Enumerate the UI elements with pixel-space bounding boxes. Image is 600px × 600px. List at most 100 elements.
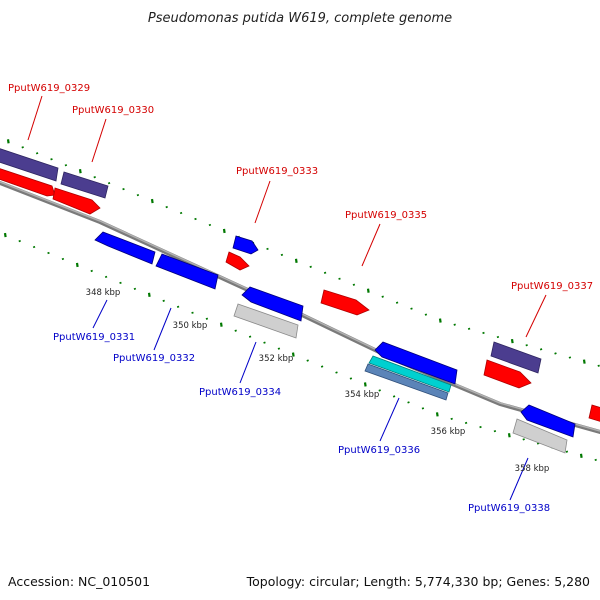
accession-text: Accession: NC_010501 <box>8 574 150 589</box>
tick-mark <box>522 438 525 441</box>
tick-mark <box>93 176 96 179</box>
label-leaders <box>27 95 547 501</box>
gene-0330-red[interactable] <box>52 187 101 215</box>
label-gene-0335[interactable]: PputW619_0335 <box>345 210 427 221</box>
gene-0335-red[interactable] <box>320 289 370 316</box>
tick-mark <box>136 193 140 197</box>
tick-mark <box>424 313 428 316</box>
gene-0333-red[interactable] <box>225 251 250 271</box>
gene-0332-blue[interactable] <box>155 253 219 290</box>
tick-mark <box>363 382 367 387</box>
tick-mark <box>179 211 183 215</box>
tick-mark <box>263 341 266 344</box>
label-gene-0337[interactable]: PputW619_0337 <box>511 281 593 292</box>
tick-mark <box>582 359 586 364</box>
tick-mark <box>438 318 442 323</box>
inner-tick-track <box>3 232 597 462</box>
tick-mark <box>61 257 65 261</box>
tick-mark <box>597 364 600 367</box>
tick-label-354: 354 kbp <box>345 390 380 400</box>
tick-mark <box>335 371 338 374</box>
label-gene-0330[interactable]: PputW619_0330 <box>72 105 154 116</box>
label-gene-0332[interactable]: PputW619_0332 <box>113 353 195 364</box>
tick-mark <box>133 287 137 291</box>
tick-mark <box>165 205 168 209</box>
gene-0338-blue[interactable] <box>520 404 576 438</box>
gene-0338-gray[interactable] <box>512 418 568 454</box>
gene-0331-blue[interactable] <box>94 231 156 265</box>
tick-mark <box>594 458 597 462</box>
tick-mark <box>234 329 237 332</box>
tick-mark <box>32 245 36 249</box>
gene-0329-red[interactable] <box>0 168 56 197</box>
tick-mark <box>525 344 528 347</box>
tick-mark <box>78 169 82 174</box>
tick-mark <box>119 281 122 285</box>
tick-mark <box>191 311 194 314</box>
label-gene-0338[interactable]: PputW619_0338 <box>468 503 550 514</box>
tick-mark <box>352 283 356 286</box>
tick-mark <box>104 275 108 279</box>
gene-0333-blue[interactable] <box>232 235 259 255</box>
label-gene-0336[interactable]: PputW619_0336 <box>338 445 420 456</box>
tick-mark <box>18 239 21 243</box>
tick-mark <box>338 277 341 280</box>
tick-mark <box>64 164 68 167</box>
reverse-gene-labels: PputW619_0331 PputW619_0332 PputW619_033… <box>53 332 550 514</box>
label-gene-0331[interactable]: PputW619_0331 <box>53 332 135 343</box>
tick-label-358: 358 kbp <box>515 464 550 474</box>
tick-mark <box>147 292 151 297</box>
tick-mark <box>349 377 353 380</box>
tick-mark <box>392 395 396 398</box>
tick-mark <box>421 407 425 410</box>
tick-mark <box>266 247 269 251</box>
tick-mark <box>479 425 482 429</box>
tick-mark <box>280 253 284 257</box>
tick-mark <box>366 288 370 293</box>
tick-mark <box>21 146 24 149</box>
tick-mark <box>205 317 209 320</box>
tick-mark <box>107 182 111 185</box>
gene-0334-blue[interactable] <box>241 286 304 322</box>
tick-mark <box>378 389 381 392</box>
tick-mark <box>222 228 226 234</box>
tick-mark <box>47 251 50 255</box>
gene-0336-blue[interactable] <box>374 341 458 385</box>
tick-mark <box>539 348 543 351</box>
tick-mark <box>407 401 410 404</box>
label-gene-0333[interactable]: PputW619_0333 <box>236 166 318 177</box>
gene-edge-red[interactable] <box>588 404 600 422</box>
label-gene-0334[interactable]: PputW619_0334 <box>199 387 281 398</box>
genome-summary-text: Topology: circular; Length: 5,774,330 bp… <box>246 574 590 589</box>
tick-label-348: 348 kbp <box>86 288 121 298</box>
tick-mark <box>277 347 281 350</box>
tick-mark <box>294 258 298 264</box>
gene-0337-red[interactable] <box>483 359 532 389</box>
gene-0337-purple[interactable] <box>490 341 542 374</box>
tick-mark <box>395 301 399 304</box>
tick-label-356: 356 kbp <box>431 427 466 437</box>
gene-0330-purple[interactable] <box>60 171 109 199</box>
tick-mark <box>565 450 569 453</box>
tick-mark <box>435 412 439 417</box>
outer-tick-track <box>6 139 600 367</box>
label-gene-0329[interactable]: PputW619_0329 <box>8 83 90 94</box>
tick-mark <box>90 269 93 273</box>
tick-mark <box>320 365 324 368</box>
tick-mark <box>248 335 252 338</box>
gene-0329-purple[interactable] <box>0 148 59 182</box>
tick-mark <box>35 152 39 155</box>
tick-mark <box>464 421 468 425</box>
tick-mark <box>306 359 309 362</box>
gene-0336-steel[interactable] <box>364 363 449 401</box>
gene-0336-cyan[interactable] <box>368 355 452 393</box>
tick-mark <box>568 356 572 359</box>
tick-mark <box>162 299 165 302</box>
tick-labels: 348 kbp 350 kbp 352 kbp 354 kbp 356 kbp … <box>86 288 550 474</box>
tick-mark <box>579 453 583 458</box>
tick-mark <box>554 352 557 355</box>
tick-mark <box>6 139 10 144</box>
gene-0334-gray[interactable] <box>233 303 299 339</box>
tick-mark <box>450 417 453 421</box>
